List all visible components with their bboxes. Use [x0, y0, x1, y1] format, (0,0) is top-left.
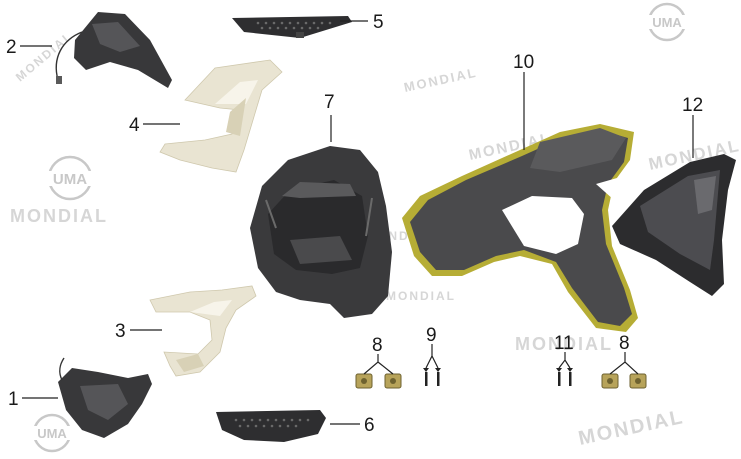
logo-text: UMA [652, 15, 682, 30]
callout-8: 8 [372, 335, 383, 356]
logo-uma-bottom-left: UMA [28, 413, 76, 453]
part-7-inner-rear-tray [250, 146, 392, 318]
callout-7: 7 [324, 92, 335, 113]
callout-1: 1 [8, 389, 19, 410]
callout-2: 2 [6, 37, 17, 58]
logo-uma-left: UMA [40, 155, 100, 201]
part-2-side-cover-upper [55, 12, 172, 88]
part-12-tail-light [612, 154, 736, 296]
logo-text: UMA [37, 426, 67, 441]
callout-8: 8 [619, 333, 630, 354]
watermark-text: MONDIAL [13, 29, 76, 85]
clips-left-8 [355, 373, 402, 389]
callout-12: 12 [682, 95, 703, 116]
logo-text: UMA [53, 171, 87, 188]
clips-right-8 [601, 373, 647, 389]
callout-5: 5 [373, 12, 384, 33]
watermark-text: MONDIAL [576, 406, 686, 450]
callout-numbers: 2 4 3 1 5 6 7 10 12 8 9 11 8 [6, 12, 703, 436]
part-6-grille-lower [216, 410, 326, 442]
part-1-side-cover-lower [58, 357, 152, 438]
logo-uma-top-right: UMA [643, 2, 691, 42]
callout-4: 4 [129, 115, 140, 136]
callout-11: 11 [554, 333, 574, 354]
screws-11 [556, 368, 573, 386]
part-3-cream-panel-lower [149, 285, 257, 377]
screws-9 [423, 368, 441, 386]
watermark-text: MONDIAL [386, 289, 456, 303]
watermark-text: MONDIAL [10, 206, 108, 226]
callout-10: 10 [513, 52, 534, 73]
watermark-text: MONDIAL [515, 334, 613, 354]
part-4-cream-panel-upper [159, 59, 283, 173]
callout-6: 6 [364, 415, 375, 436]
callout-9: 9 [426, 325, 437, 346]
part-5-grille-upper [232, 16, 352, 38]
watermark-text: MONDIAL [403, 65, 479, 95]
leader-lines [20, 20, 694, 425]
part-10-seat-cowl [402, 124, 638, 332]
callout-3: 3 [115, 321, 126, 342]
